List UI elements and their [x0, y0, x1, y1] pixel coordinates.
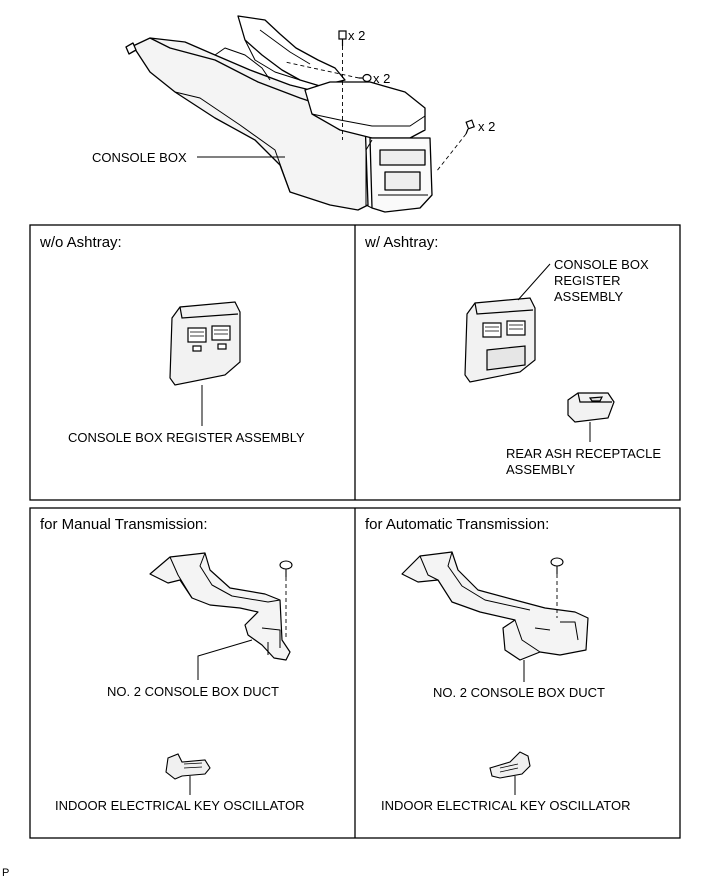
panel-title-wo-ashtray: w/o Ashtray:	[40, 234, 122, 251]
manual-clip	[279, 560, 293, 577]
screw-qty-right: x 2	[478, 119, 496, 134]
panel-title-w-ashtray: w/ Ashtray:	[365, 234, 439, 251]
automatic-duct-label: NO. 2 CONSOLE BOX DUCT	[433, 685, 605, 700]
register-assembly-ashtray	[464, 297, 536, 383]
footer-code: P	[2, 867, 10, 879]
panel-title-manual: for Manual Transmission:	[40, 516, 208, 533]
panel-title-automatic: for Automatic Transmission:	[365, 516, 550, 533]
manual-duct-leader	[197, 639, 253, 680]
ash-receptacle	[567, 392, 615, 423]
screw-leaders	[284, 46, 467, 173]
oscillator-manual	[165, 753, 211, 780]
automatic-clip	[550, 557, 564, 574]
ash-receptacle-label: REAR ASH RECEPTACLE ASSEMBLY	[506, 446, 662, 477]
register-ashtray-leader	[517, 263, 551, 301]
manual-oscillator-label: INDOOR ELECTRICAL KEY OSCILLATOR	[55, 798, 305, 813]
panel-borders	[29, 224, 681, 839]
duct-automatic	[401, 551, 589, 661]
screw-qty-top: x 2	[348, 28, 366, 43]
console-box-illustration	[125, 15, 433, 213]
duct-manual	[149, 552, 291, 661]
console-screws	[338, 30, 475, 135]
register-plain-label: CONSOLE BOX REGISTER ASSEMBLY	[68, 430, 305, 445]
screw-qty-middle: x 2	[373, 71, 391, 86]
register-assembly-plain	[169, 301, 241, 386]
manual-duct-label: NO. 2 CONSOLE BOX DUCT	[107, 684, 279, 699]
console-box-label: CONSOLE BOX	[92, 150, 187, 165]
oscillator-automatic	[489, 751, 531, 779]
automatic-oscillator-label: INDOOR ELECTRICAL KEY OSCILLATOR	[381, 798, 631, 813]
register-ashtray-label: CONSOLE BOX REGISTER ASSEMBLY	[554, 257, 649, 304]
